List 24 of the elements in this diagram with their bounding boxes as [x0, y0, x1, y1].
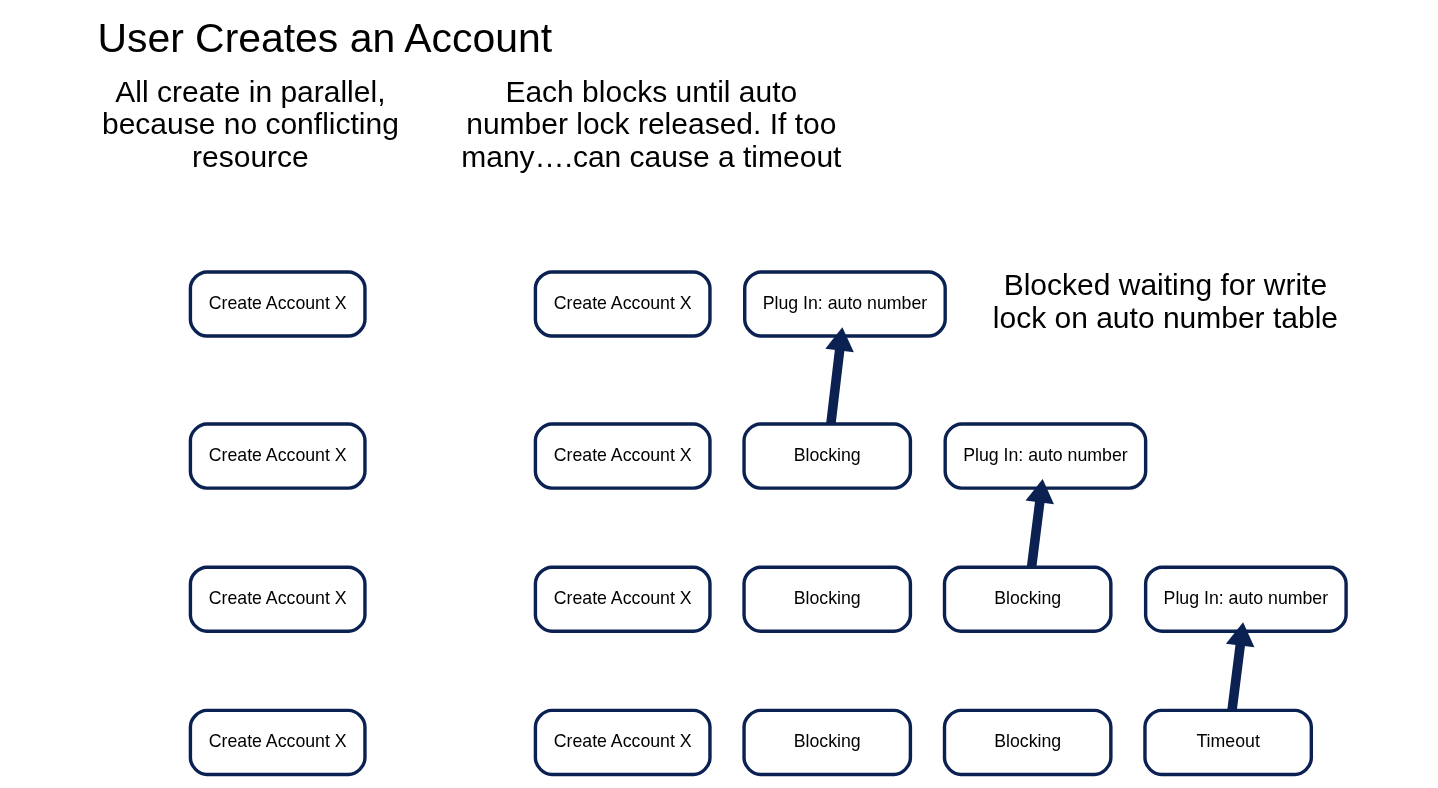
- node-box: Blocking: [942, 708, 1113, 777]
- node-box: Plug In: auto number: [742, 270, 947, 338]
- node-box: Blocking: [741, 422, 912, 490]
- arrow: [1225, 622, 1254, 711]
- node-box: Create Account X: [188, 422, 367, 490]
- node-box: Create Account X: [188, 708, 367, 777]
- node-box: Blocking: [741, 708, 912, 777]
- node-box: Create Account X: [533, 422, 712, 490]
- node-box: Plug In: auto number: [942, 422, 1147, 490]
- diagram-title: User Creates an Account: [96, 14, 552, 61]
- arrow: [1024, 479, 1054, 568]
- label: Blocked waiting for write lock on auto number table: [992, 268, 1338, 334]
- node-box: Create Account X: [188, 565, 367, 633]
- node-box: Create Account X: [188, 270, 367, 338]
- node-box: Plug In: auto number: [1143, 565, 1348, 633]
- node-box: Create Account X: [533, 565, 712, 633]
- arrow: [824, 327, 854, 425]
- node-box: Timeout: [1142, 708, 1313, 777]
- node-box: Create Account X: [533, 270, 712, 338]
- label: Each blocks until auto number lock released. If too many….can cause a timeout: [460, 74, 841, 174]
- node-box: Blocking: [741, 565, 912, 633]
- node-box: Blocking: [942, 565, 1113, 633]
- label: All create in parallel, because no conflicting resource: [101, 74, 399, 174]
- node-box: Create Account X: [533, 708, 712, 777]
